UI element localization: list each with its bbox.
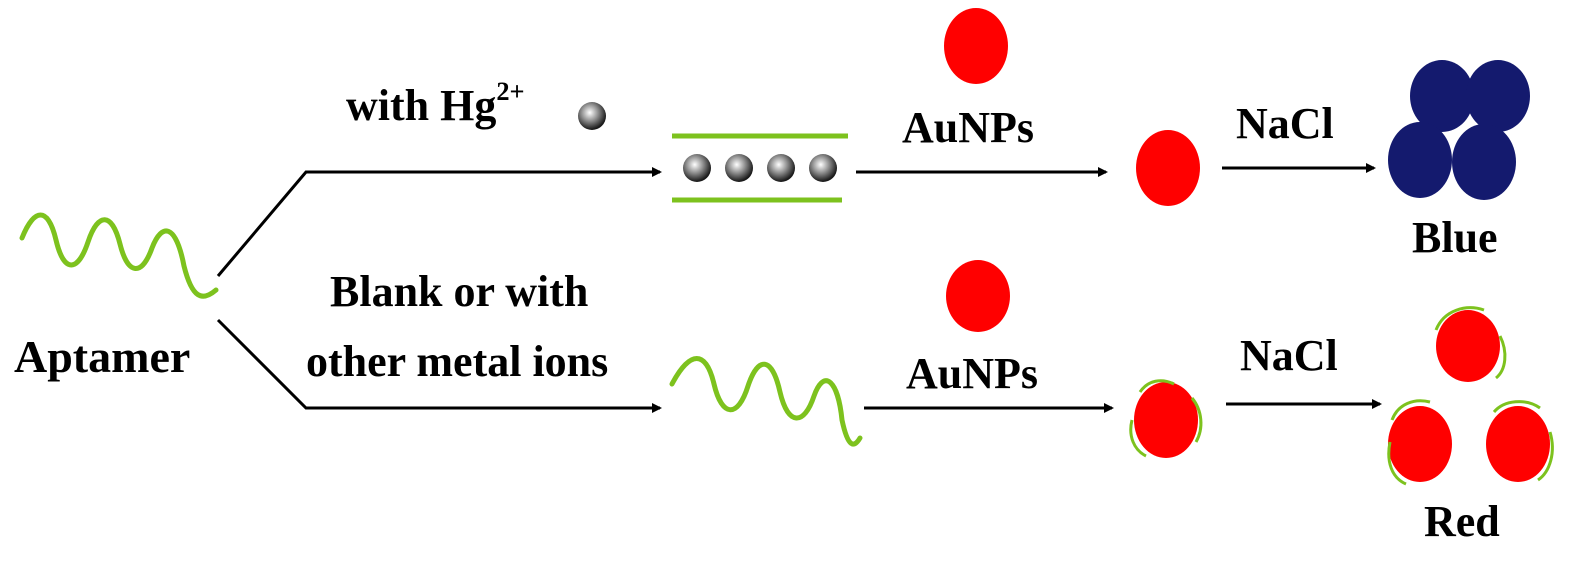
dispersed-aunp-group-icon bbox=[1387, 306, 1554, 486]
free-aptamer-strand-icon bbox=[669, 356, 863, 447]
aggregated-aunp-cluster-icon bbox=[1388, 60, 1530, 200]
aunps-label-bottom: AuNPs bbox=[906, 349, 1039, 398]
aunp-added-icon bbox=[944, 8, 1008, 84]
bound-hg-ion-icon bbox=[725, 154, 753, 182]
blue-result-label: Blue bbox=[1412, 213, 1498, 262]
bound-hg-ion-icon bbox=[767, 154, 795, 182]
aunps-label-top: AuNPs bbox=[902, 103, 1035, 152]
hg-aptamer-duplex-icon bbox=[672, 133, 848, 203]
hg-charge-superscript: 2+ bbox=[496, 76, 525, 107]
nacl-label-top: NaCl bbox=[1236, 99, 1334, 148]
wrapped-aunp-icon bbox=[1129, 379, 1203, 458]
blank-condition-label-line2: other metal ions bbox=[306, 337, 609, 386]
hg-ion-icon bbox=[578, 102, 606, 130]
with-hg-label: with Hg2+ bbox=[346, 78, 525, 130]
aunp-added-icon bbox=[946, 260, 1010, 332]
nacl-label-bottom: NaCl bbox=[1240, 331, 1338, 380]
upper-branch-arrow bbox=[216, 167, 662, 277]
with-hg-text: with Hg bbox=[346, 81, 497, 130]
bound-hg-ion-icon bbox=[809, 154, 837, 182]
blank-condition-label-line1: Blank or with bbox=[330, 267, 589, 316]
bound-hg-ion-icon bbox=[683, 154, 711, 182]
aptamer-strand-icon bbox=[19, 212, 219, 299]
red-result-label: Red bbox=[1424, 497, 1500, 546]
aptamer-label: Aptamer bbox=[14, 331, 191, 382]
bare-aunp-icon bbox=[1136, 130, 1200, 206]
lower-branch-arrow bbox=[216, 318, 662, 413]
